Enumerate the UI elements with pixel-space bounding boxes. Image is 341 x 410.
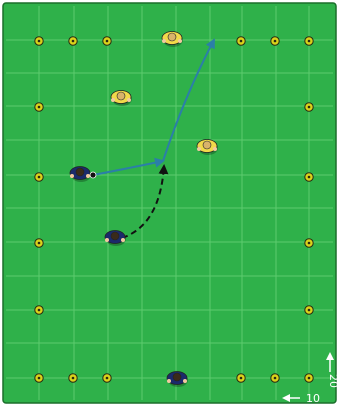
cone-marker bbox=[305, 173, 313, 181]
cone-marker bbox=[69, 374, 77, 382]
cone-marker bbox=[35, 173, 43, 181]
cone-marker bbox=[305, 306, 313, 314]
cone-marker bbox=[35, 239, 43, 247]
cone-marker bbox=[237, 37, 245, 45]
cone-marker bbox=[305, 239, 313, 247]
cone-marker bbox=[103, 37, 111, 45]
cone-marker bbox=[35, 37, 43, 45]
cone-marker bbox=[305, 37, 313, 45]
cone-marker bbox=[305, 374, 313, 382]
cone-marker bbox=[271, 37, 279, 45]
cone-marker bbox=[305, 103, 313, 111]
cone-marker bbox=[35, 306, 43, 314]
cone-marker bbox=[69, 37, 77, 45]
cone-marker bbox=[35, 103, 43, 111]
dimension-height-label: 20 bbox=[327, 374, 340, 388]
cone-marker bbox=[35, 374, 43, 382]
cone-marker bbox=[271, 374, 279, 382]
ball bbox=[90, 172, 96, 178]
cone-marker bbox=[237, 374, 245, 382]
cone-marker bbox=[103, 374, 111, 382]
dimension-width-label: 10 bbox=[306, 392, 320, 405]
